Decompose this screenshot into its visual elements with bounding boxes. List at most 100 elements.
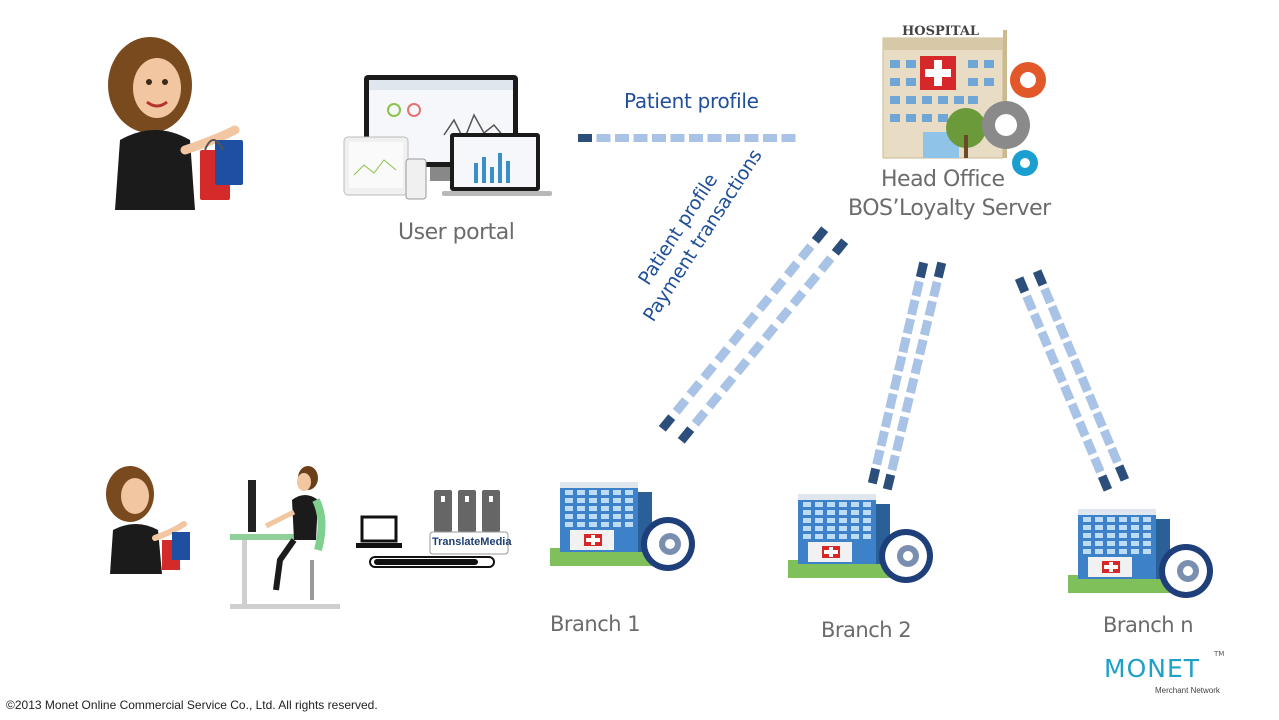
monet-tm: TM [1214,650,1225,658]
link-segment [915,338,928,356]
link-segment [1060,384,1075,402]
link-segment [705,392,723,410]
patient-profile-label: Patient profile [624,89,759,113]
link-segment [1090,456,1105,474]
link-segment [1085,393,1100,411]
link-segment [1067,402,1082,420]
link-segment [789,289,807,307]
link-segment [1055,322,1070,340]
head-office-label: Head Office [881,167,1005,192]
link-segment [901,396,914,414]
link-segment [1107,446,1122,464]
link-segment [744,134,759,142]
link-segment [1092,411,1107,429]
link-segment [803,272,821,290]
link-segment [756,294,773,313]
link-segment [797,243,815,261]
link-segment [1037,330,1052,348]
link-segment [907,299,920,316]
link-segment [670,134,685,142]
link-segment [876,430,889,447]
link-segment [911,280,924,298]
hospital-head-office-icon: HOSPITAL [882,24,1046,176]
shopper-illustration-top [108,37,243,210]
link-segment [781,134,796,142]
link-segment [1040,287,1055,305]
link-segment [578,134,592,142]
branch-2-building-icon [788,494,933,583]
link-segment [652,134,666,142]
link-segment [728,328,745,347]
link-segment [831,238,849,256]
link-segment [761,323,779,342]
copyright-footer: ©2013 Monet Online Commercial Service Co… [6,698,378,712]
link-segment [882,473,896,491]
link-segment [811,226,829,244]
link-segment [1022,294,1037,312]
user-portal-devices [343,75,552,200]
link-segment [817,255,835,273]
monet-tagline: Merchant Network [1155,686,1220,695]
link-segment [707,134,722,142]
link-segment [714,345,731,364]
translate-media-logo: TranslateMedia [432,536,512,548]
link-segment [700,363,717,381]
link-segment [1070,357,1085,376]
link-segment [885,392,898,410]
link-segment [892,435,905,452]
link-segment [1030,312,1045,330]
server-rack-icon [429,490,509,555]
link-segment [747,340,765,359]
link-segment [896,415,910,433]
link-segment [887,454,900,472]
hospital-sign-text: HOSPITAL [902,24,979,39]
link-segment [1097,474,1113,492]
link-segment [733,357,751,376]
link-segment [658,414,676,432]
link-segment [872,448,885,466]
link-segment [686,380,704,398]
link-segment [902,317,915,335]
link-segment [1032,269,1048,287]
link-segment [915,261,929,279]
shopper-illustration-bottom [106,466,190,574]
monet-logo: MONET TM Merchant Network [1104,650,1234,698]
link-segment [691,409,709,427]
link-segment [1014,276,1030,294]
link-segment [1114,464,1130,482]
link-segment [1082,438,1097,456]
link-segment [677,426,695,444]
link-segment [1100,428,1115,447]
branch-n-building-icon [1068,509,1213,598]
laptop-icon [356,515,402,548]
link-segment [775,306,793,325]
link-segment [929,280,942,298]
link-segment [1052,366,1067,384]
branch-n-label: Branch n [1103,613,1194,637]
link-segment [919,319,933,337]
link-segment [726,134,740,142]
link-segment [1045,348,1060,366]
branch-2-label: Branch 2 [821,618,912,642]
branch-1-building-icon [550,482,695,571]
link-segment [633,134,648,142]
card-reader-icon [369,556,495,568]
link-segment [1075,420,1090,438]
link-segment [1077,375,1092,394]
link-segment [615,134,629,142]
server-label: BOS’Loyalty Server [848,196,1051,221]
link-segment [1062,340,1077,358]
link-segment [783,260,801,278]
link-segment [596,134,611,142]
link-segment [894,355,907,372]
link-segment [770,277,787,295]
link-segment [763,134,777,142]
link-portal-headoffice [578,134,796,142]
link-segment [933,261,947,279]
link-segment [910,358,923,375]
link-segment [924,300,937,317]
cashier-illustration [230,466,340,609]
user-portal-label: User portal [398,220,515,245]
